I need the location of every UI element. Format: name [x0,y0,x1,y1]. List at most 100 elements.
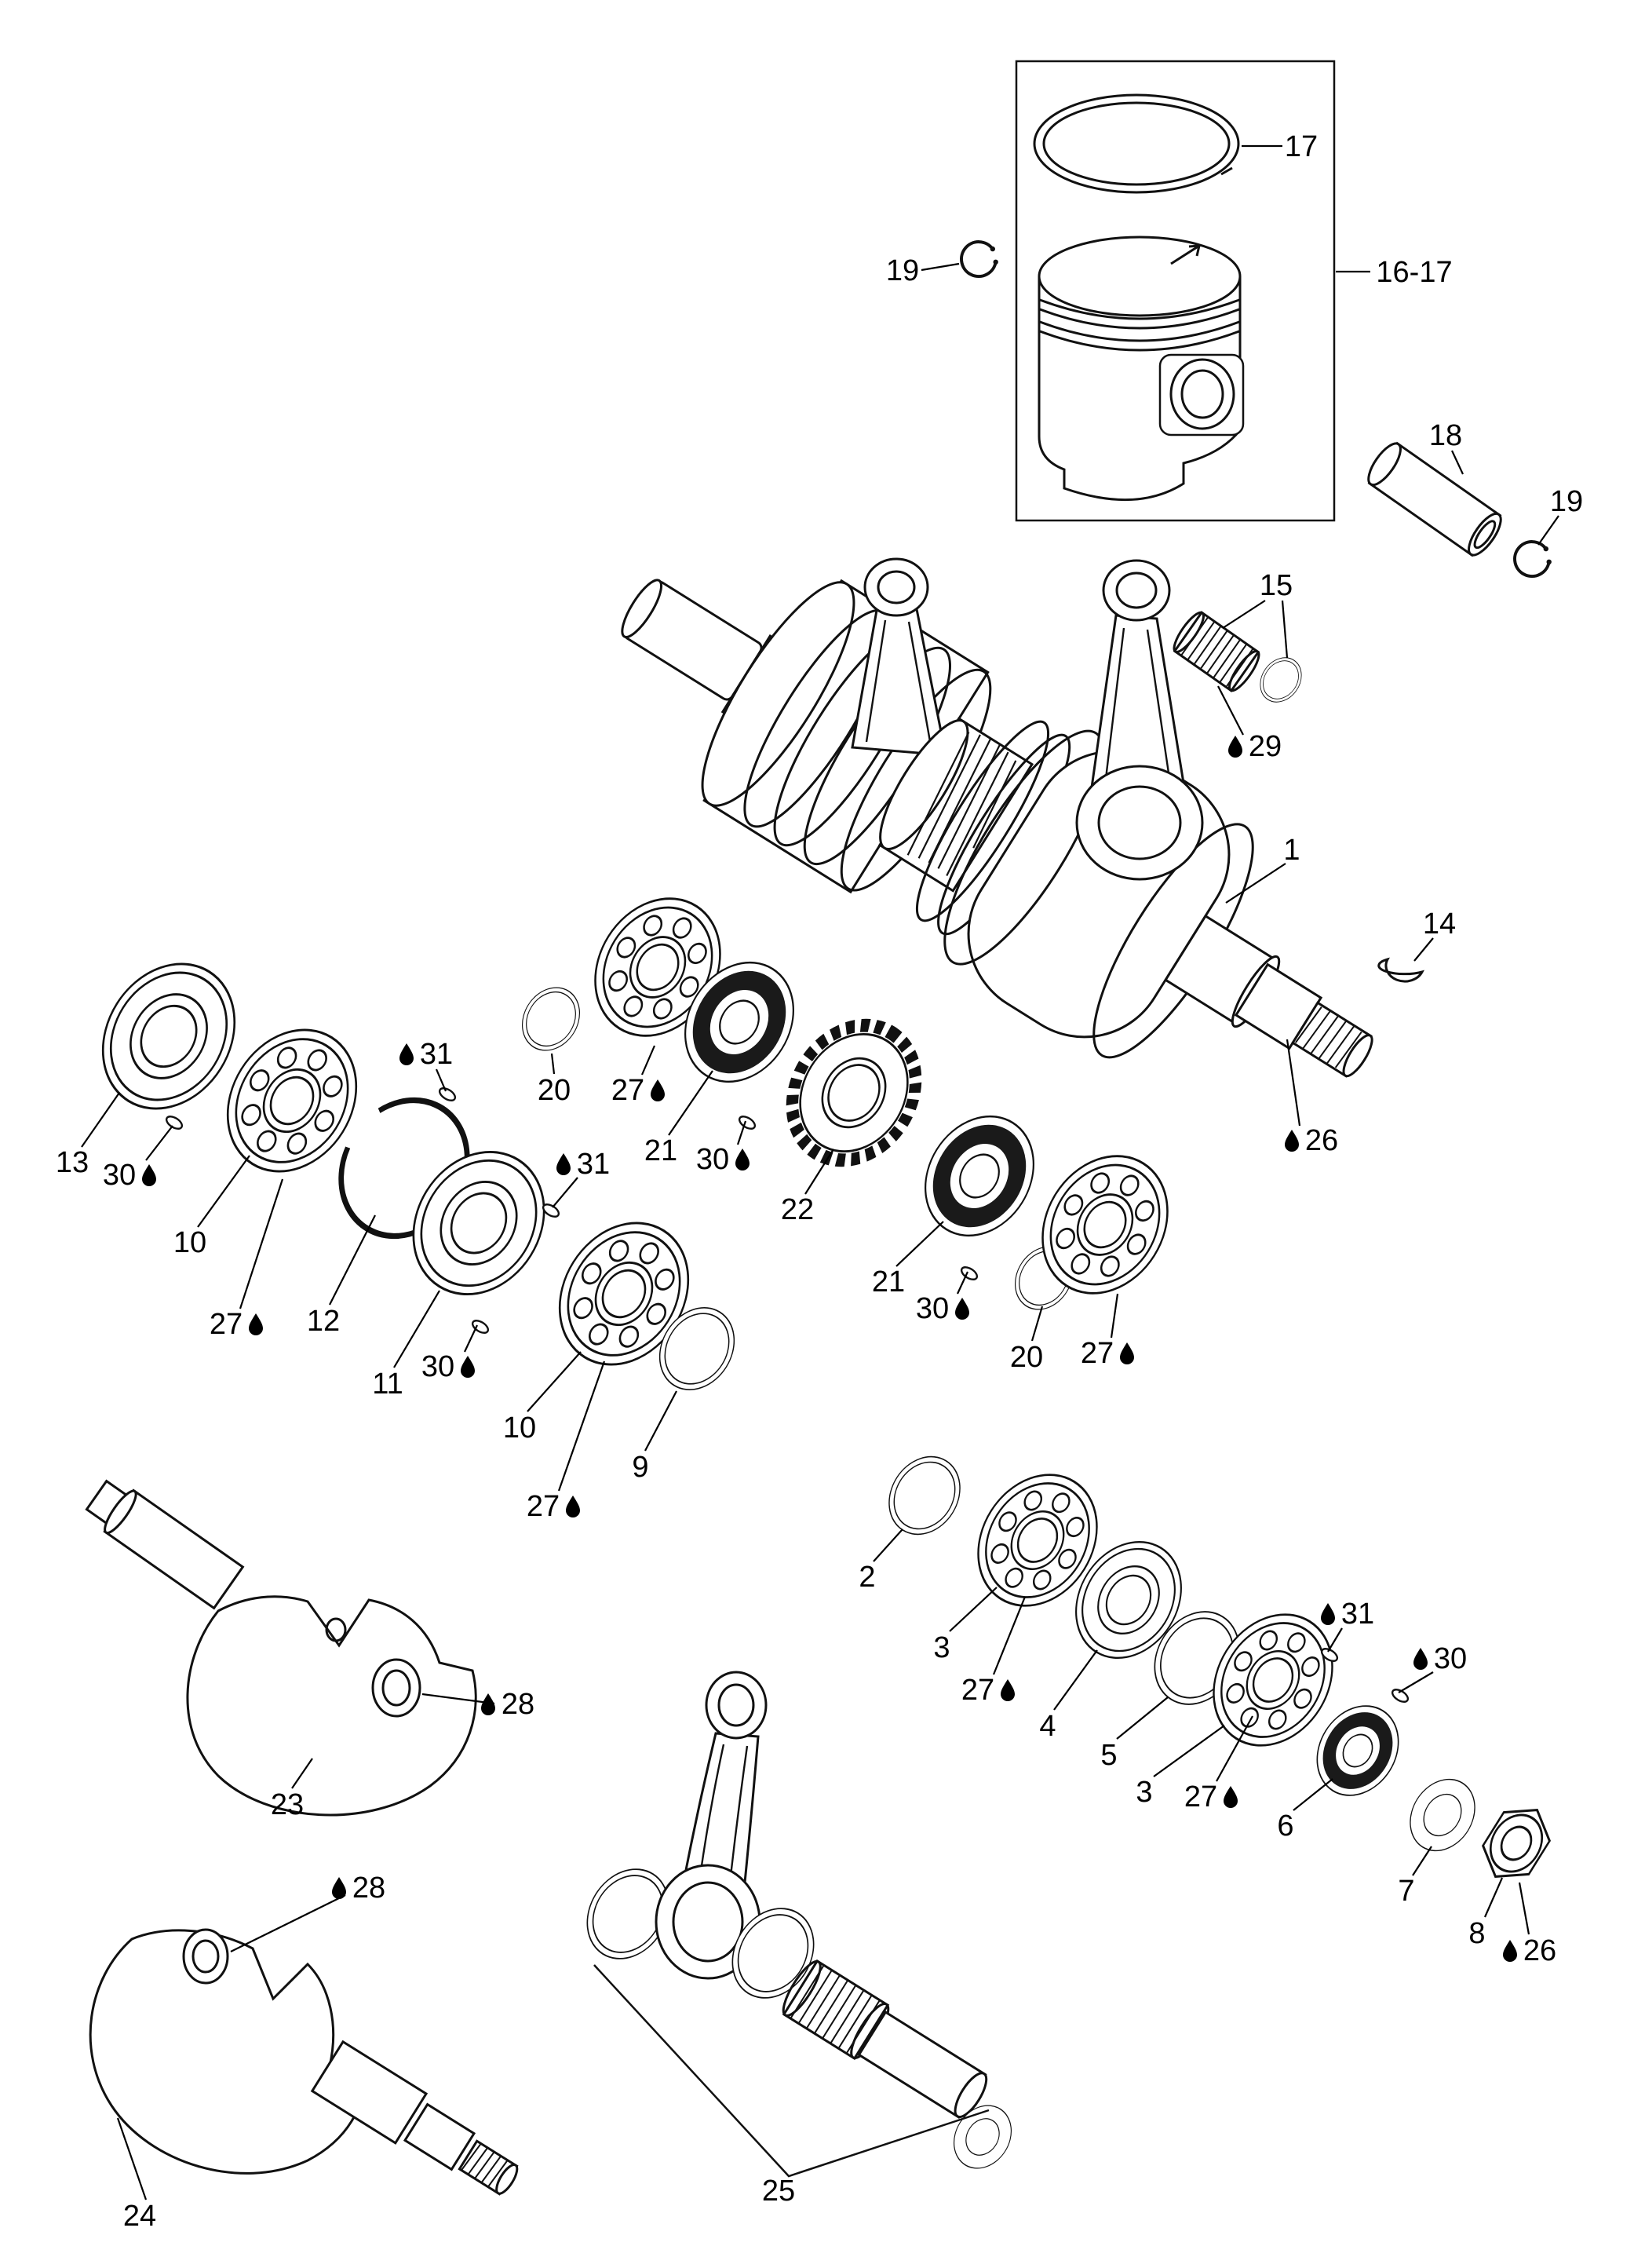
oil-drop-icon [1120,1342,1134,1364]
leader-line-1 [1225,863,1286,904]
leader-line-5 [1116,1696,1169,1740]
callout-10: 10 [503,1412,536,1444]
circlip-right [1513,540,1553,579]
leader-line-31 [1327,1627,1343,1653]
leader-line-8 [1483,1877,1504,1918]
piston [1038,236,1245,502]
oil-drop-icon [955,1298,969,1320]
callout-5: 5 [1100,1739,1117,1772]
callout-30: 30 [421,1350,454,1383]
callout-26: 26 [1523,1934,1556,1967]
oil-drop-icon [1321,1603,1335,1625]
callout-31: 31 [577,1148,610,1181]
callout-4: 4 [1039,1710,1056,1743]
callout-14: 14 [1423,908,1456,940]
callout-13: 13 [56,1146,89,1179]
oil-drop-icon [461,1356,475,1378]
oil-drop-icon [249,1313,263,1335]
callout-25: 25 [762,2175,795,2208]
callout-22: 22 [781,1193,814,1226]
leader-line-30 [464,1324,478,1353]
leader-line-21 [895,1221,944,1267]
leader-line-27 [1110,1293,1119,1339]
callout-26: 26 [1305,1124,1338,1157]
gear-22 [768,1003,940,1184]
oil-drop-icon [142,1164,156,1186]
callout-10: 10 [173,1226,206,1259]
crankshaft-half-24 [89,1928,519,2196]
leader-line-27 [640,1045,656,1076]
callout-27: 27 [527,1490,560,1523]
callout-20: 20 [1010,1341,1043,1374]
leader-line-30 [1398,1671,1434,1693]
leader-line-27 [1216,1715,1253,1782]
leader-line-19 [921,262,960,272]
leader-line-20 [1030,1306,1044,1342]
pin-30c [736,1112,758,1133]
callout-29: 29 [1249,730,1282,763]
leader-line-26 [1518,1882,1530,1935]
leader-line-3 [949,1587,998,1632]
pin-31a [436,1084,458,1105]
leader-line-7 [1412,1846,1432,1876]
leader-line-2 [873,1528,903,1562]
leader-line-14 [1413,937,1434,962]
leader-line-27 [992,1596,1027,1675]
woodruff-key [1377,957,1424,983]
callout-6: 6 [1277,1810,1293,1843]
leader-line-22 [804,1149,834,1195]
callout-7: 7 [1398,1875,1414,1908]
pin-30d [958,1263,980,1284]
leader-line-6 [1293,1778,1333,1811]
callout-18: 18 [1429,419,1462,452]
callout-3: 3 [1136,1776,1152,1809]
crankshaft-half-23 [85,1479,477,1817]
crankshaft-assembly [621,557,1373,1078]
leader-line-15 [1222,600,1266,629]
piston-inset-box [1015,60,1336,522]
callout-8: 8 [1468,1917,1485,1950]
callout-24: 24 [123,2200,156,2233]
ring-2 [874,1442,975,1549]
leader-line-31 [435,1068,447,1092]
leader-line-10 [197,1155,250,1228]
callout-30: 30 [103,1159,136,1192]
callout-31: 31 [1341,1598,1374,1631]
needle-bearing-cage [1173,611,1260,692]
leader-line-30 [145,1125,173,1161]
crank-threaded-tip [1291,1001,1373,1078]
leader-line-28 [421,1693,495,1705]
oil-drop-icon [1503,1940,1517,1962]
callout-30: 30 [1434,1642,1467,1675]
oil-drop-icon [651,1079,665,1101]
leader-line-20 [550,1053,556,1075]
leader-line-21 [668,1070,713,1136]
callout-19: 19 [1550,485,1583,518]
leader-line-9 [644,1390,677,1452]
leader-line-3 [1153,1725,1225,1777]
leader-line-30 [957,1271,968,1295]
callout-27: 27 [961,1674,994,1707]
callout-1: 1 [1283,834,1300,867]
piston-ring [1033,93,1240,194]
hex-nut-8 [1482,1809,1551,1878]
big-end-needle-cage [782,1959,890,2061]
leader-line-29 [1217,685,1244,736]
oil-drop-icon [566,1496,580,1517]
leader-line-15 [1281,600,1289,659]
callout-15: 15 [1260,569,1293,602]
callout-27: 27 [1081,1337,1114,1370]
oil-drop-icon [735,1149,750,1171]
oil-drop-icon [399,1043,414,1065]
callout-11: 11 [372,1368,403,1401]
callout-27: 27 [611,1074,644,1107]
callout-19: 19 [886,254,919,287]
callout-12: 12 [307,1305,340,1338]
circlip-left [960,240,1000,279]
pin-thrust-ring [1251,649,1311,710]
oil-drop-icon [1285,1130,1299,1152]
leader-line-10 [527,1351,582,1412]
callout-28: 28 [352,1872,385,1905]
